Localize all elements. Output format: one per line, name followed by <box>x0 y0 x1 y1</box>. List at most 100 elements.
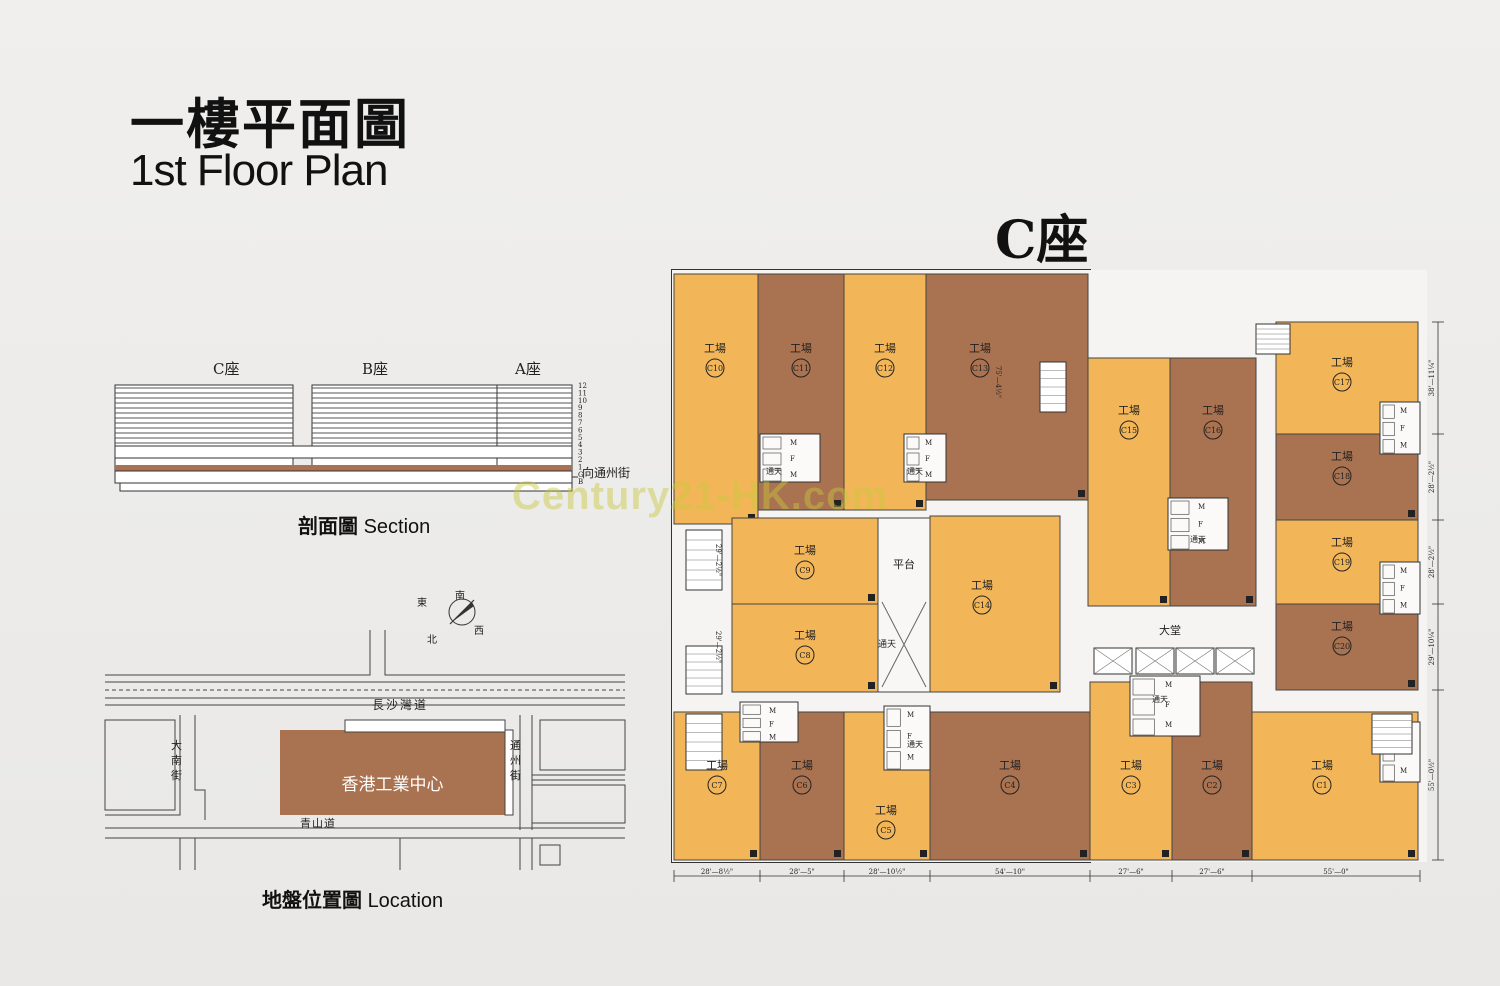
dim-inner: 75'—4½" <box>994 366 1002 398</box>
unit-number-circle <box>795 645 815 665</box>
unit-type-label: 工場 <box>1331 356 1353 369</box>
compass-label-e: 東 <box>417 598 427 609</box>
platform-label: 平台 <box>893 557 915 571</box>
dim-bottom: 27'—6" <box>1199 868 1225 876</box>
unit-number-circle <box>1121 775 1141 795</box>
unit-number: C4 <box>1004 781 1015 790</box>
section-first-floor-band <box>115 465 572 471</box>
unit-number: C12 <box>877 364 893 373</box>
unit-number: C3 <box>1125 781 1136 790</box>
unit-number-circle <box>972 595 992 615</box>
dim-bottom: 27'—6" <box>1118 868 1144 876</box>
section-floor-label: 7 <box>578 419 582 427</box>
stair <box>685 645 723 695</box>
unit-number: C13 <box>972 364 988 373</box>
section-caption-en: Section <box>363 516 431 538</box>
unit-number: C17 <box>1334 378 1350 387</box>
unit-number-circle <box>791 358 811 378</box>
compass-label-n: 北 <box>427 635 437 646</box>
unit-type-label: 工場 <box>706 759 728 772</box>
unit-number: C6 <box>796 781 807 790</box>
title-chinese: 一樓平面圖 <box>130 92 410 156</box>
section-floor-label: 6 <box>578 426 583 434</box>
void-label: 通天 <box>766 466 782 476</box>
unit-number: C11 <box>793 364 809 373</box>
column-marker <box>1246 596 1253 603</box>
section-floor-label: 10 <box>578 397 587 405</box>
toilet-label: M <box>1198 538 1205 546</box>
column-marker <box>1050 682 1057 689</box>
building-name: 香港工業中心 <box>341 775 444 795</box>
dim-bottom: 28'—5" <box>789 868 815 876</box>
section-floor-label: G <box>578 471 584 479</box>
void-label: 通天 <box>1190 534 1206 544</box>
unit-number: C18 <box>1334 472 1350 481</box>
unit-type-label: 工場 <box>704 342 726 355</box>
service-core <box>1129 675 1201 737</box>
void-label: 通天 <box>1152 694 1168 704</box>
unit-type-label: 工場 <box>969 342 991 355</box>
toilet-label: M <box>1198 503 1205 511</box>
section-floor-label: 5 <box>578 434 582 442</box>
unit-number-circle <box>876 820 896 840</box>
toilet-label: M <box>790 439 797 447</box>
unit-type-label: 工場 <box>791 759 813 772</box>
stair <box>1371 713 1413 755</box>
block-title: C座 <box>995 210 1089 271</box>
void-label: 通天 <box>907 739 923 749</box>
column-marker <box>1078 490 1085 497</box>
service-core <box>1379 401 1421 455</box>
section-floor-label: B <box>578 478 583 486</box>
section-floor-label: 2 <box>578 456 582 464</box>
dim-right: 38'—11¼" <box>1428 360 1436 397</box>
unit-number-circle <box>1203 420 1223 440</box>
section-floor-label: 12 <box>578 382 587 390</box>
unit-number-circle <box>795 560 815 580</box>
section-floor-label: 11 <box>578 389 587 397</box>
column-marker <box>1408 850 1415 857</box>
watermark: Century21-HK.com <box>512 474 889 518</box>
toilet-label: M <box>907 754 914 762</box>
unit-number: C7 <box>711 781 722 790</box>
unit-type-label: 工場 <box>794 629 816 642</box>
dim-right: 28'—2½" <box>1428 461 1436 493</box>
location-map <box>104 598 626 870</box>
plan-platform-area <box>877 517 931 693</box>
service-core <box>903 433 947 483</box>
toilet-label: M <box>1400 442 1407 450</box>
toilet-label: F <box>925 455 930 463</box>
section-label-c: C座 <box>213 360 240 378</box>
dim-bottom: 28'—10½" <box>869 868 906 876</box>
unit-type-label: 工場 <box>1311 759 1333 772</box>
unit-c16 <box>1169 357 1257 607</box>
section-street-note: 向通州街 <box>582 466 631 480</box>
service-core <box>759 433 821 483</box>
street-west: 大南街 <box>171 739 182 782</box>
column-marker <box>868 682 875 689</box>
compass-label-s: 南 <box>455 591 465 602</box>
section-caption: 剖面圖 Section <box>298 510 430 539</box>
unit-number-circle <box>1332 552 1352 572</box>
dim-bottom: 28'—8½" <box>701 868 733 876</box>
unit-number: C10 <box>707 364 723 373</box>
unit-c14 <box>929 515 1061 693</box>
section-caption-zh: 剖面圖 <box>298 514 358 538</box>
location-map-streets <box>104 630 626 870</box>
column-marker <box>1160 596 1167 603</box>
column-marker <box>1408 680 1415 687</box>
column-marker <box>920 850 927 857</box>
toilet-label: F <box>1198 520 1203 528</box>
void-label: 通天 <box>907 466 923 476</box>
toilet-label: M <box>925 471 932 479</box>
unit-number: C2 <box>1206 781 1217 790</box>
column-marker <box>750 850 757 857</box>
void-label-center: 通天 <box>878 639 896 650</box>
stair <box>1255 323 1291 355</box>
unit-number: C19 <box>1334 558 1350 567</box>
unit-number-circle <box>1332 372 1352 392</box>
toilet-label: M <box>790 471 797 479</box>
unit-type-label: 工場 <box>1120 759 1142 772</box>
plan-labels: 工場C10工場C11工場C12工場C13工場C9工場C8工場C14工場C15工場… <box>704 342 1353 840</box>
